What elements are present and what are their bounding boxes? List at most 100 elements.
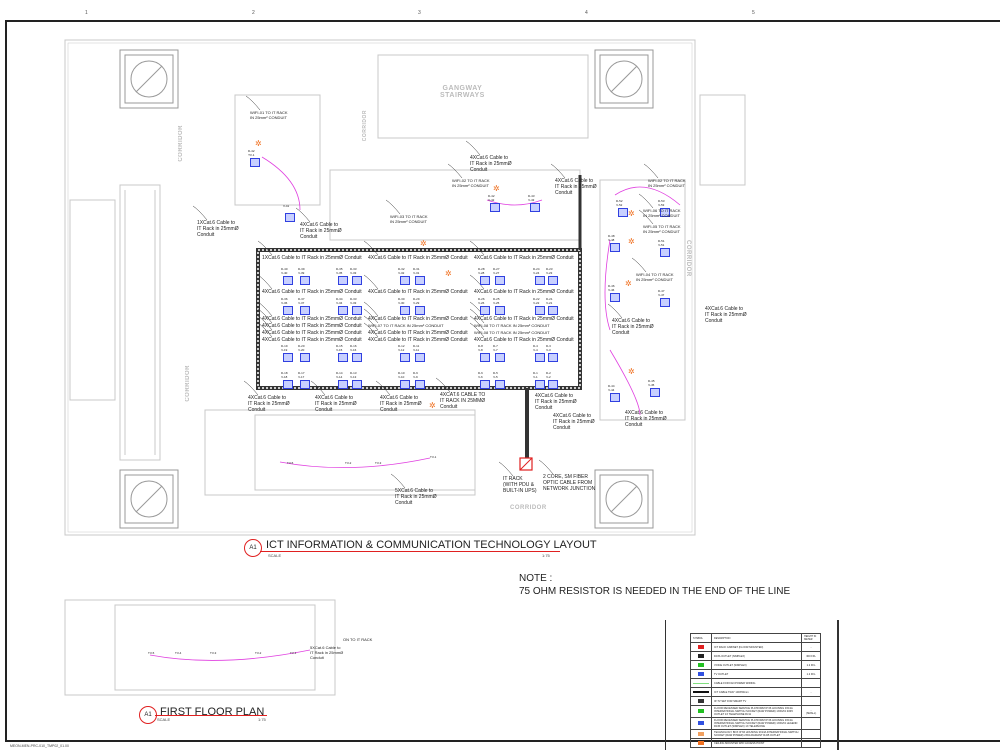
- floor-box-icon: [660, 248, 670, 257]
- callout-label: 4XCat.6 Cable to IT Rack in 25mmØ Condui…: [262, 316, 362, 322]
- legend-description: DATA OUTLET (SIMPLEX): [710, 651, 803, 661]
- legend-row: FLOOR RECESSED SERVICE PLATFORM IP 66 HO…: [690, 705, 821, 718]
- callout-label: 4XCat.6 Cable to IT Rack in 25mmØ Condui…: [474, 337, 574, 343]
- callout-label: WIFI-03 TO IT RACK IN 25mm² CONDUIT: [390, 214, 428, 224]
- note-heading: NOTE :: [519, 573, 553, 584]
- callout-label: 4XCat.6 Cable to IT Rack in 25mmØ Condui…: [470, 155, 512, 173]
- outlet-label: D-26 V-26: [478, 297, 485, 305]
- tv-outlet-label: TV-4: [175, 651, 182, 655]
- legend-header: HEIGHT IN METER: [801, 633, 821, 643]
- callout-label: 1XCat.6 Cable to IT Rack in 25mmØ Condui…: [197, 220, 239, 238]
- legend-height: -: [801, 687, 821, 697]
- callout-label: 4XCat.6 Cable to IT Rack in 25mmØ Condui…: [474, 255, 574, 261]
- escalator: [119, 184, 161, 461]
- legend-height: -: [801, 642, 821, 652]
- floor-box-icon: [610, 243, 620, 252]
- floor-box-icon: [400, 353, 410, 362]
- leader-line: [363, 274, 379, 290]
- scale-label: SCALE: [268, 553, 282, 558]
- callout-label: 4XCat.6 Cable to IT Rack in 25mmØ Condui…: [474, 289, 574, 295]
- stair-core: [119, 49, 179, 109]
- floor-box-icon: [338, 380, 348, 389]
- floor-box-icon: [548, 353, 558, 362]
- legend-row: ICT CABLE TRAY 100X50mm-: [690, 687, 821, 697]
- leader-line: [363, 308, 379, 324]
- ruler-mark: 4: [585, 10, 588, 16]
- legend-row: CEILING MOUNTED WIFI ACCESS POINT: [690, 738, 821, 748]
- legend-row: VOICE OUTLET (SIMPLEX)1.2 FFL: [690, 660, 821, 670]
- title-badge: A1: [244, 539, 262, 557]
- callout-label: WIFI-05 TO IT RACK IN 25mm² CONDUIT: [643, 224, 681, 234]
- callout-label: 4XCat.6 Cable to IT Rack in 25mmØ Condui…: [262, 337, 362, 343]
- wifi-access-point-icon: ✲: [628, 209, 635, 218]
- callout-label: IT RACK (WITH PDU & BUILT-IN UPS): [503, 476, 537, 494]
- floor-box-icon: [535, 353, 545, 362]
- ruler-mark: 3: [418, 10, 421, 16]
- legend-description: VOICE OUTLET (SIMPLEX): [710, 660, 803, 670]
- floor-box-icon: [480, 306, 490, 315]
- leader-line: [447, 163, 463, 179]
- leader-line: [363, 301, 379, 317]
- wifi-access-point-icon: ✲: [628, 367, 635, 376]
- drawing-reference: MEON-MEN-PRC-010_TMP02_01.00: [10, 744, 69, 748]
- outlet-label: D-44 V-44: [608, 384, 615, 392]
- callout-label: WIFI-01 TO IT RACK IN 25mm² CONDUIT: [250, 110, 288, 120]
- callout-label: WIFI-07 TO IT RACK IN 25mm² CONDUIT: [368, 323, 444, 328]
- legend-description: FLOOR RECESSED SERVICE PLATFORM IP 66 HO…: [710, 705, 803, 718]
- leader-line: [607, 303, 623, 319]
- outlet-label: D-47 V-47: [658, 289, 665, 297]
- legend-description: ICT CABLE TRAY 100X50mm: [710, 687, 803, 697]
- callout-label: 1XCat.6 Cable to IT Rack in 25mmØ Condui…: [262, 255, 362, 261]
- legend-height: [801, 717, 821, 730]
- outlet-label: D-5 V-5: [493, 371, 498, 379]
- ruler-mark: 1: [85, 10, 88, 16]
- leader-line: [638, 209, 654, 225]
- legend-row: CABLE FOR FAN POWER WIRING: [690, 678, 821, 688]
- leader-line: [538, 459, 554, 475]
- leader-line: [390, 473, 406, 489]
- leader-line: [469, 240, 485, 256]
- legend-description: TECHNOLOGY BOX IP 66 HOUSING 3X13A INTER…: [710, 729, 803, 739]
- floor-box-icon: [338, 353, 348, 362]
- wifi-access-point-icon: ✲: [628, 237, 635, 246]
- floor-box-icon: [495, 380, 505, 389]
- callout-label: 4XCat.6 Cable to IT Rack in 25mmØ Condui…: [553, 413, 595, 431]
- outlet-label: D-34 V-34: [336, 297, 343, 305]
- legend-row: IP-TV SET FOR SMART TV: [690, 696, 821, 706]
- floor-box-icon: [535, 306, 545, 315]
- wifi-access-point-icon: ✲: [445, 269, 452, 278]
- wifi-access-point-icon: [698, 740, 704, 745]
- leader-line: [295, 207, 311, 223]
- outlet-label: D-16 V-16: [350, 344, 357, 352]
- floor-box-icon: [352, 380, 362, 389]
- legend-header: SYMBOL: [690, 633, 712, 643]
- legend-height: [801, 696, 821, 706]
- outlet-label: D-14 V-14: [336, 371, 343, 379]
- leader-line: [257, 301, 273, 317]
- wifi-access-point-icon: ✲: [429, 401, 436, 410]
- building-outline: [64, 39, 696, 536]
- corridor-label: CORRIDOR: [685, 240, 691, 277]
- stair-core: [594, 49, 654, 109]
- outlet-label: D-22 V-22: [533, 297, 540, 305]
- note-text: 75 OHM RESISTOR IS NEEDED IN THE END OF …: [519, 586, 791, 597]
- scale-label: SCALE: [157, 717, 171, 722]
- outlet-label: D-13 V-13: [350, 371, 357, 379]
- callout-label: 4XCAT.6 CABLE TO IT RACK IN 25MMØ Condui…: [440, 392, 486, 410]
- callout-label: 4XCat.6 Cable to IT Rack in 25mmØ Condui…: [380, 395, 422, 413]
- leader-line: [465, 140, 481, 156]
- floor-box-green-icon: [698, 709, 704, 713]
- outlet-label: D-10 V-10: [398, 371, 405, 379]
- leader-line: [257, 322, 273, 338]
- callout-label: WIFI-02 TO IT RACK IN 25mm² CONDUIT: [648, 178, 686, 188]
- callout-label: 4XCat.6 Cable to IT Rack in 25mmØ Condui…: [262, 323, 362, 329]
- legend-height: - (SMALL): [801, 705, 821, 718]
- outlet-label: D-29 V-29: [413, 297, 420, 305]
- floor-box-icon: [338, 306, 348, 315]
- outlet-label: D-9 V-9: [413, 371, 418, 379]
- title-underline: [260, 551, 560, 552]
- floor-box-icon: [618, 208, 628, 217]
- tv-outlet-label: TV-3: [210, 651, 217, 655]
- scale-value: 1:75: [258, 717, 266, 722]
- callout-label: 4XCat.6 Cable to IT Rack in 25mmØ Condui…: [368, 289, 468, 295]
